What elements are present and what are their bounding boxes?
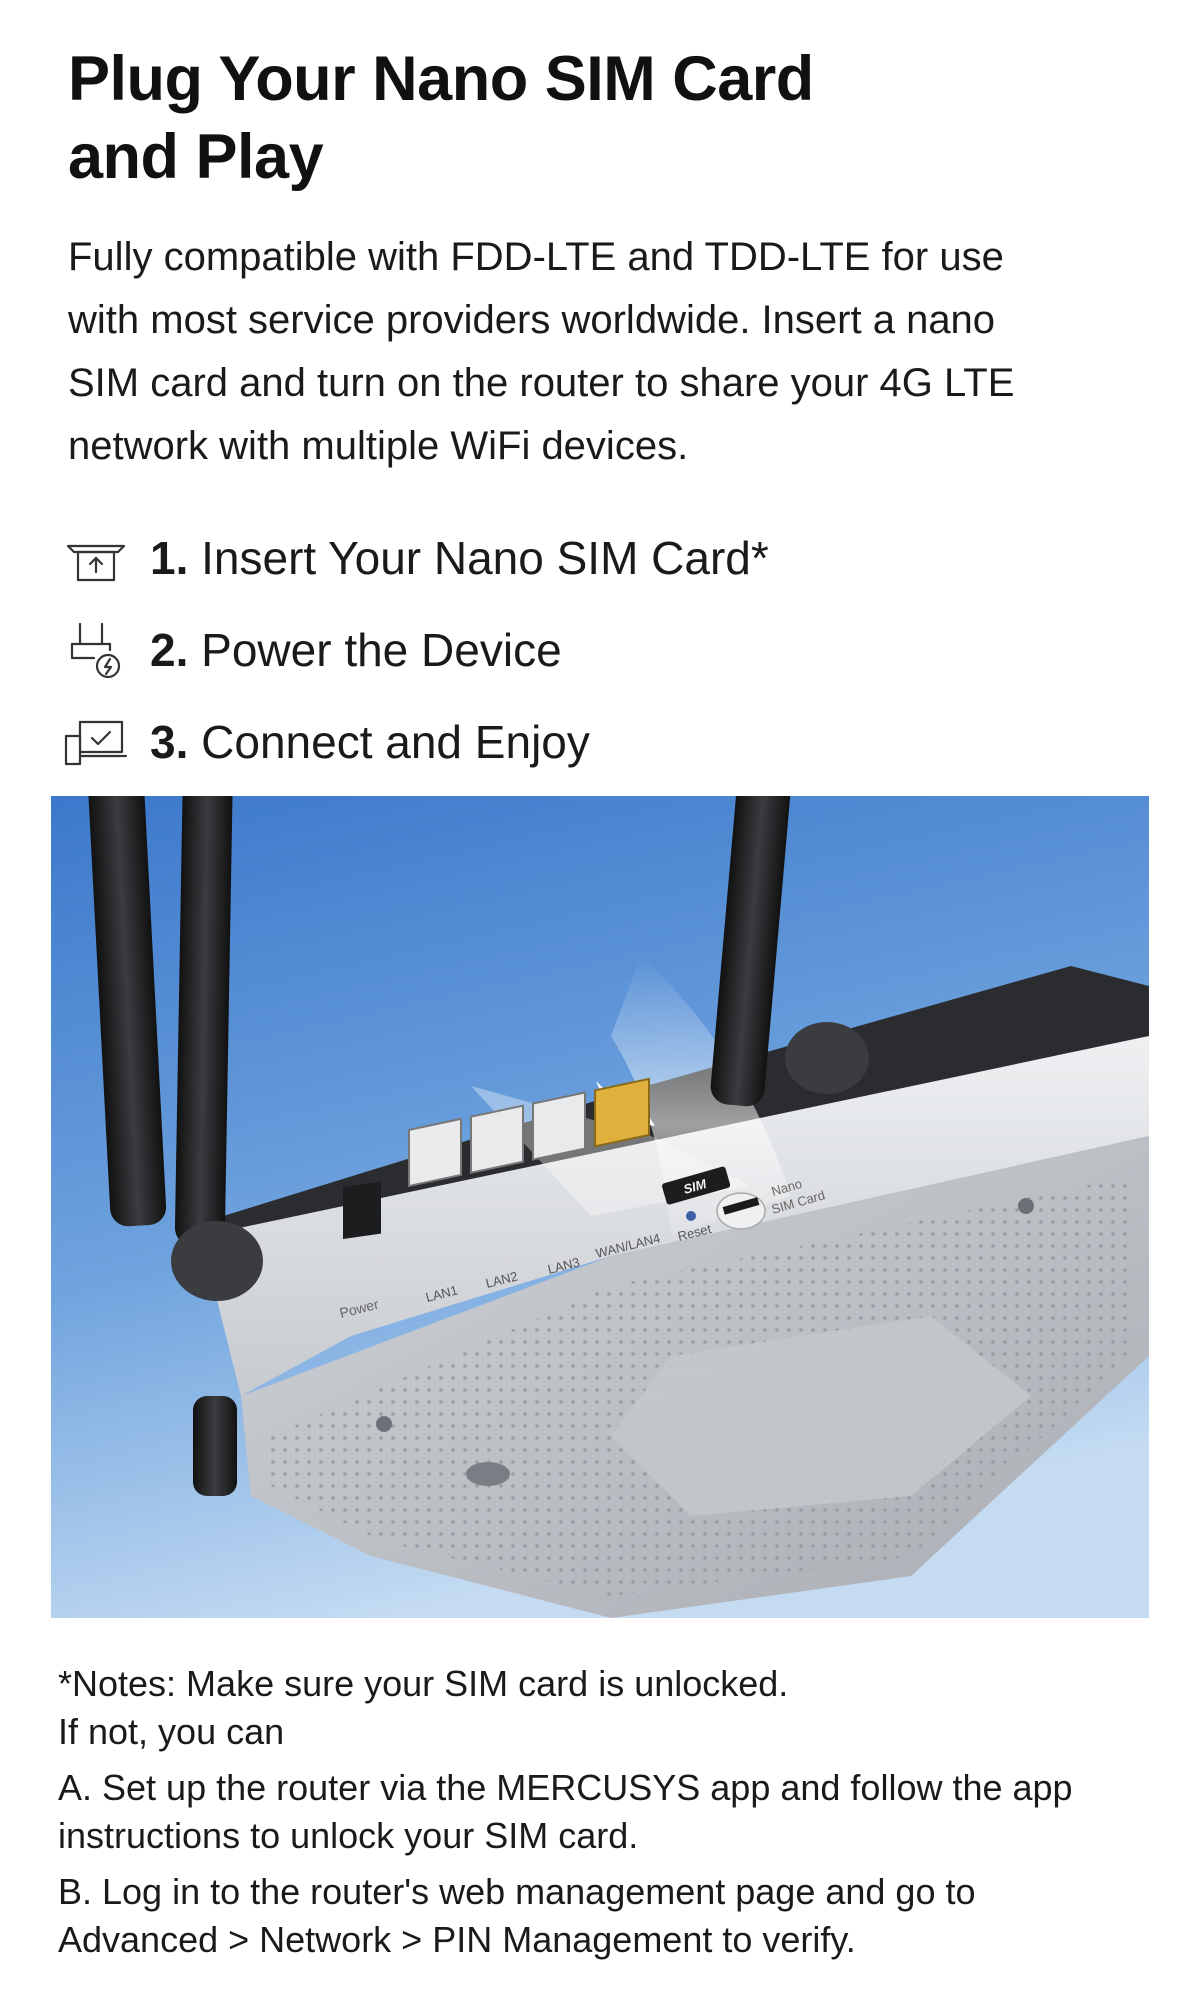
intro-line: Fully compatible with FDD-LTE and TDD-LT… xyxy=(68,235,1004,279)
antennas xyxy=(88,796,869,1496)
mount-hole xyxy=(1018,1198,1034,1214)
step-3-text: 3. Connect and Enjoy xyxy=(150,715,590,769)
step-1: 1. Insert Your Nano SIM Card* xyxy=(64,512,1144,604)
notes-option-b-line-2: Advanced > Network > PIN Management to v… xyxy=(58,1919,856,1960)
sim-insert-icon xyxy=(66,544,126,582)
sim-card: SIM xyxy=(662,1166,731,1205)
notes-section: *Notes: Make sure your SIM card is unloc… xyxy=(58,1660,1158,1964)
mount-slot xyxy=(466,1462,510,1486)
notes-option-a-line-2: instructions to unlock your SIM card. xyxy=(58,1815,639,1856)
lan2-port xyxy=(470,1104,524,1174)
devices-check-icon xyxy=(64,720,128,766)
antenna-hinge xyxy=(785,1022,869,1094)
router-illustration: Power LAN1 LAN2 LAN3 WAN/LAN4 Reset SIM xyxy=(51,796,1149,1618)
title-line-1: Plug Your Nano SIM Card xyxy=(68,44,814,114)
antenna-lower xyxy=(193,1396,237,1496)
step-1-number: 1. xyxy=(150,532,189,584)
step-1-label: Insert Your Nano SIM Card* xyxy=(201,532,769,584)
lan3-port xyxy=(532,1091,586,1161)
mount-hole xyxy=(376,1416,392,1432)
title-line-2: and Play xyxy=(68,122,324,192)
antenna-hinge xyxy=(171,1221,263,1301)
step-2: 2. Power the Device xyxy=(64,604,1144,696)
power-plug-icon xyxy=(70,622,121,679)
step-2-number: 2. xyxy=(150,624,189,676)
notes-option-a-line-1: A. Set up the router via the MERCUSYS ap… xyxy=(58,1767,1073,1808)
step-2-text: 2. Power the Device xyxy=(150,623,562,677)
notes-line-1: *Notes: Make sure your SIM card is unloc… xyxy=(58,1663,789,1704)
page-title: Plug Your Nano SIM Card and Play xyxy=(68,40,1068,196)
intro-line: SIM card and turn on the router to share… xyxy=(68,361,1015,405)
power-port xyxy=(343,1181,381,1239)
sim-slot xyxy=(722,1197,760,1215)
step-3-label: Connect and Enjoy xyxy=(201,716,590,768)
intro-line: with most service providers worldwide. I… xyxy=(68,298,996,342)
reset-button xyxy=(686,1211,696,1221)
notes-line-2: If not, you can xyxy=(58,1711,285,1752)
antenna-left xyxy=(88,796,167,1227)
step-3-number: 3. xyxy=(150,716,189,768)
step-3: 3. Connect and Enjoy xyxy=(64,696,1144,788)
sim-card-text: SIM xyxy=(682,1176,709,1197)
intro-line: network with multiple WiFi devices. xyxy=(68,424,689,468)
antenna-left-2 xyxy=(174,796,233,1247)
steps-list: 1. Insert Your Nano SIM Card* 2. Power t… xyxy=(64,512,1144,788)
antenna-right xyxy=(710,796,791,1107)
wan-lan4-port xyxy=(594,1077,650,1148)
notes-option-b-line-1: B. Log in to the router's web management… xyxy=(58,1871,976,1912)
intro-paragraph: Fully compatible with FDD-LTE and TDD-LT… xyxy=(68,226,1148,478)
light-beam xyxy=(611,956,791,1236)
step-1-text: 1. Insert Your Nano SIM Card* xyxy=(150,531,769,585)
center-plate xyxy=(611,1316,1031,1516)
lan1-port xyxy=(408,1117,462,1188)
router-photo: Power LAN1 LAN2 LAN3 WAN/LAN4 Reset SIM xyxy=(51,796,1149,1618)
lan-ports xyxy=(408,1077,650,1188)
step-2-label: Power the Device xyxy=(201,624,562,676)
